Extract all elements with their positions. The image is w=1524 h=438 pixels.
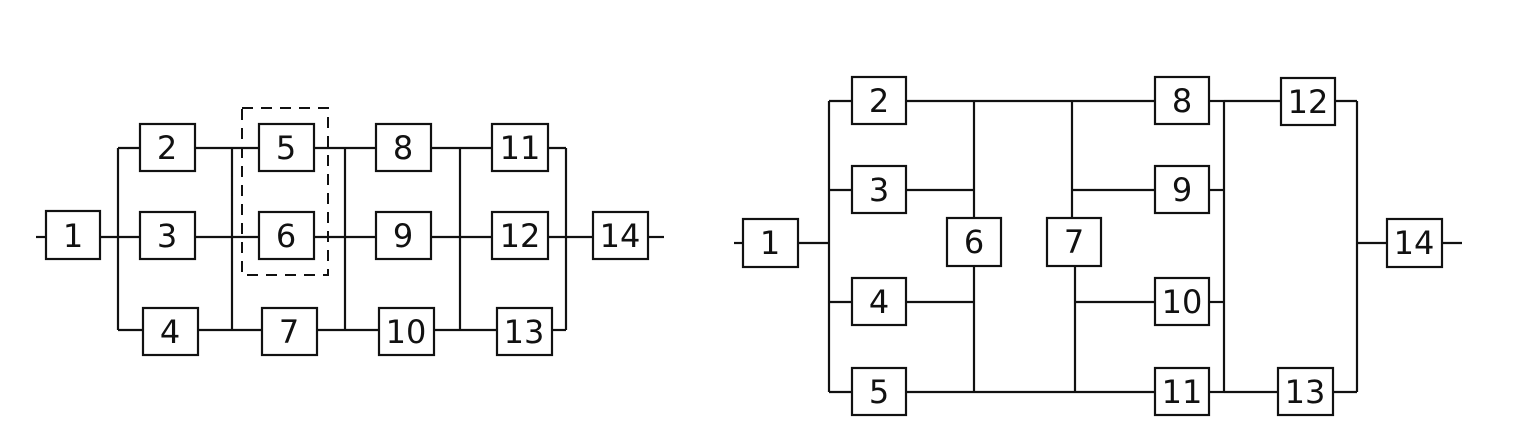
diagram-a-block-7: 7: [260, 306, 319, 357]
diagram-b-block-9: 9: [1153, 164, 1211, 215]
diagram-b-block-4: 4: [850, 276, 908, 327]
block-label: 1: [63, 217, 83, 255]
diagram-a-block-4: 4: [141, 306, 200, 357]
block-label: 1: [760, 224, 780, 262]
block-label: 9: [393, 217, 413, 255]
diagram-a-block-8: 8: [374, 122, 433, 173]
block-label: 14: [1394, 224, 1435, 262]
diagram-a: 1 2 3 4 5 6 7 8 9 10 11 12 13 14: [36, 107, 664, 357]
diagram-b-block-2: 2: [850, 75, 908, 126]
diagram-b: 1 2 3 4 5 6 7 8 9 10 11 12 13 14: [734, 75, 1462, 417]
diagram-a-block-13: 13: [495, 306, 554, 357]
block-label: 8: [1172, 82, 1192, 120]
diagram-b-block-5: 5: [850, 366, 908, 417]
block-label: 5: [869, 373, 889, 411]
block-label: 2: [157, 129, 177, 167]
block-label: 4: [160, 313, 180, 351]
diagram-a-wires: [36, 146, 664, 332]
diagram-a-block-14: 14: [591, 210, 650, 261]
diagram-a-block-11: 11: [490, 122, 550, 173]
block-label: 13: [504, 313, 545, 351]
diagram-b-block-6: 6: [945, 216, 1003, 268]
block-label: 7: [1064, 223, 1084, 261]
block-label: 5: [276, 129, 296, 167]
diagram-b-block-3: 3: [850, 164, 908, 215]
diagram-b-block-8: 8: [1153, 75, 1211, 126]
block-label: 8: [393, 129, 413, 167]
diagram-a-block-6: 6: [257, 210, 316, 261]
diagram-a-block-2: 2: [138, 122, 197, 173]
diagram-b-block-14: 14: [1385, 217, 1444, 269]
block-label: 9: [1172, 171, 1192, 209]
block-label: 3: [869, 171, 889, 209]
diagram-b-block-13: 13: [1276, 366, 1335, 417]
block-label: 10: [386, 313, 427, 351]
diagram-a-block-5: 5: [257, 122, 316, 173]
block-label: 11: [500, 129, 541, 167]
diagram-b-block-10: 10: [1153, 276, 1211, 327]
block-label: 13: [1285, 373, 1326, 411]
diagram-b-block-7: 7: [1045, 216, 1103, 268]
block-label: 6: [964, 223, 984, 261]
block-label: 3: [157, 217, 177, 255]
block-label: 4: [869, 283, 889, 321]
diagram-b-wires: [734, 99, 1462, 394]
block-label: 14: [600, 217, 641, 255]
block-label: 2: [869, 82, 889, 120]
block-label: 10: [1162, 283, 1203, 321]
dashed-subsystem-frame: [241, 107, 329, 276]
block-label: 6: [276, 217, 296, 255]
diagram-a-block-10: 10: [377, 306, 436, 357]
diagram-a-block-9: 9: [374, 210, 433, 261]
diagram-a-block-12: 12: [490, 210, 550, 261]
block-label: 12: [1288, 83, 1329, 121]
diagram-b-block-1: 1: [741, 217, 800, 269]
diagram-b-block-12: 12: [1279, 76, 1337, 127]
diagram-a-block-1: 1: [44, 209, 102, 261]
block-label: 7: [279, 313, 299, 351]
diagram-a-block-3: 3: [138, 210, 197, 261]
block-label: 12: [500, 217, 541, 255]
block-label: 11: [1162, 373, 1203, 411]
diagram-b-block-11: 11: [1153, 366, 1211, 417]
